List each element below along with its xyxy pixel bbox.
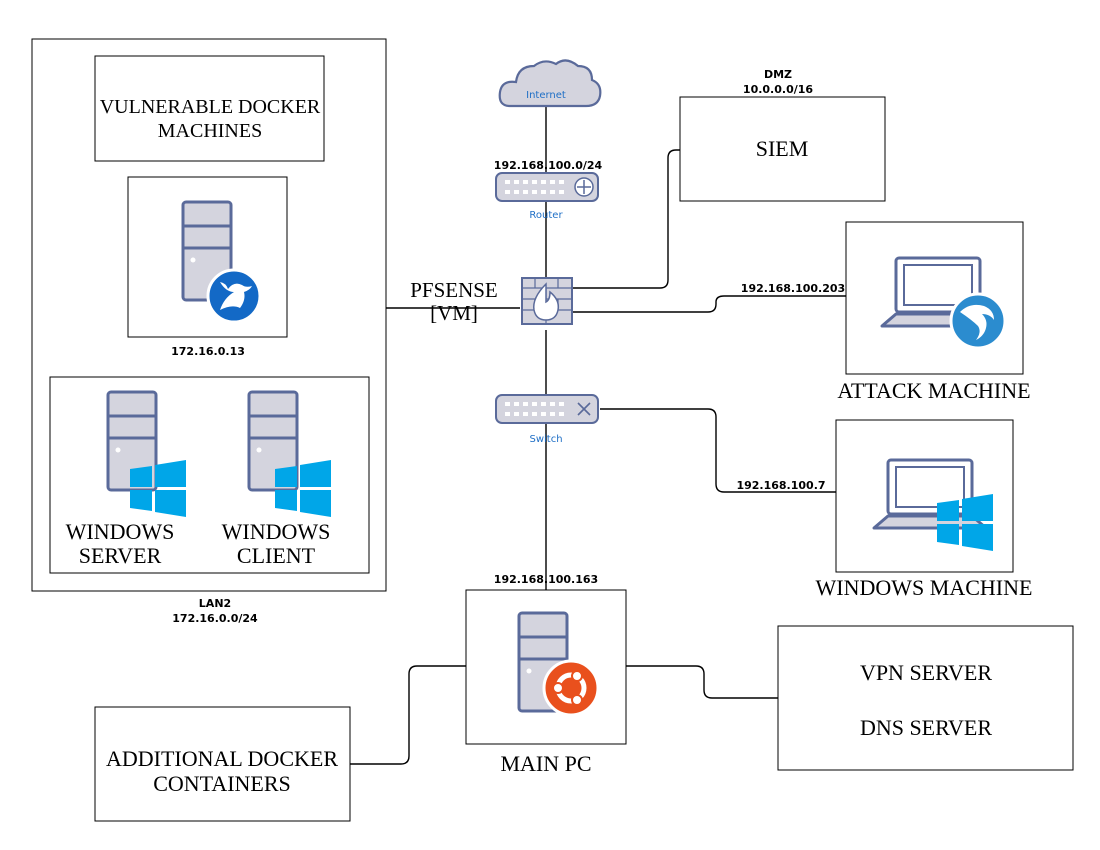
siem-label: SIEM [756,136,809,161]
windows-machine-label: WINDOWS MACHINE [816,575,1033,600]
router-subnet: 192.168.100.0/24 [494,159,603,172]
wire-mainpc-docker [350,665,466,765]
main-pc-ip: 192.168.100.163 [494,573,598,586]
wire-switch-windows [600,408,836,493]
windows-machine-ip: 192.168.100.7 [736,479,825,492]
dmz-title: DMZ [764,68,792,81]
attack-machine-ip: 192.168.100.203 [741,282,845,295]
windows-client-line1: WINDOWS [222,519,331,544]
lan2-subnet: 172.16.0.0/24 [172,612,258,625]
wire-firewall-siem [572,149,680,289]
cloud-icon [498,59,602,108]
main-pc-label: MAIN PC [500,751,591,776]
additional-docker-box [94,706,351,822]
windows-server-line1: WINDOWS [66,519,175,544]
router-icon [495,172,599,202]
pfsense-line2: [VM] [430,301,478,325]
additional-docker-line2: CONTAINERS [153,771,291,796]
vulnerable-docker-label-box [94,55,325,162]
vpn-server-label: VPN SERVER [860,660,992,685]
switch-icon [495,394,599,424]
lan2-title: LAN2 [199,597,231,610]
kali-dragon-icon [949,292,1007,350]
lan2-container: VULNERABLE DOCKER MACHINES 172.16.0.13 W… [31,38,387,625]
connection-lines [350,105,846,765]
vpn-dns-box [777,625,1074,771]
wire-firewall-attack [572,295,846,313]
vulnerable-docker-line1: VULNERABLE DOCKER [100,96,321,118]
ubuntu-logo-icon [542,659,600,717]
switch-label: Switch [529,434,562,445]
siem-box [679,96,886,202]
firewall-icon [521,277,573,325]
docker-hummingbird-icon [206,268,262,324]
windows-server-line2: SERVER [79,543,162,568]
additional-docker-line1: ADDITIONAL DOCKER [106,746,338,771]
dmz-subnet: 10.0.0.0/16 [743,83,813,96]
router-label: Router [529,210,563,221]
dns-server-label: DNS SERVER [860,715,992,740]
wire-mainpc-vpn [626,665,778,699]
pfsense-line1: PFSENSE [410,278,498,302]
internet-label: Internet [526,90,566,101]
attack-machine-label: ATTACK MACHINE [837,378,1030,403]
docker-machine-ip: 172.16.0.13 [171,345,245,358]
windows-client-line2: CLIENT [237,543,316,568]
vulnerable-docker-line2: MACHINES [158,120,262,142]
